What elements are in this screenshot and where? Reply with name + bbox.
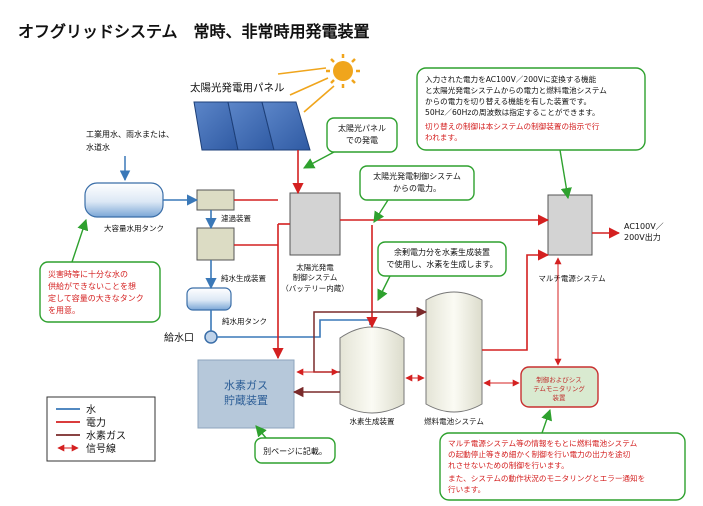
- large-water-tank: [84, 182, 164, 218]
- svg-text:別ページに記載。: 別ページに記載。: [263, 446, 327, 456]
- pure-water-tank: [186, 287, 232, 311]
- pure-water-generator: [196, 227, 235, 261]
- large-water-tank-label: 大容量水用タンク: [104, 223, 164, 233]
- svg-text:われます。: われます。: [425, 133, 462, 142]
- solar-panel-label: 太陽光発電用パネル: [190, 81, 285, 94]
- svg-text:での発電: での発電: [346, 136, 378, 145]
- solar-control-line-3: （バッテリー内蔵）: [281, 283, 349, 293]
- filter-label: 濾過装置: [221, 213, 251, 223]
- monitor-line-1: 制御およびシス: [536, 375, 582, 384]
- ac-output-line-1: AC100V／: [624, 222, 664, 231]
- water-outlet-label: 給水口: [164, 331, 194, 344]
- hydrogen-generator: [339, 326, 405, 414]
- pure-water-generator-label: 純水生成装置: [221, 273, 266, 283]
- svg-text:太陽光発電制御システム: 太陽光発電制御システム: [373, 171, 461, 181]
- svg-text:余剰電力分を水素生成装置: 余剰電力分を水素生成装置: [394, 247, 490, 257]
- legend-hydrogen-label: 水素ガス: [86, 429, 126, 442]
- svg-text:と太陽光発電システムからの電力と燃料電池システム: と太陽光発電システムからの電力と燃料電池システム: [425, 85, 607, 95]
- svg-text:切り替えの制御は本システムの制御装置の指示で行: 切り替えの制御は本システムの制御装置の指示で行: [425, 121, 600, 131]
- svg-text:で使用し、水素を生成します。: で使用し、水素を生成します。: [386, 259, 497, 269]
- callout-monitor-info: マルチ電源システム等の情報をもとに燃料電池システム の起動停止等きめ細かく制御を…: [439, 408, 686, 501]
- svg-text:を用意。: を用意。: [48, 305, 80, 315]
- callout-surplus: 余剰電力分を水素生成装置 で使用し、水素を生成します。: [377, 241, 507, 302]
- callout-disaster: 災害時等に十分な水の 供給ができないことを想 定して容量の大きなタンク を用意。: [39, 218, 161, 323]
- callout-solar-panel: 太陽光パネル での発電: [303, 117, 398, 169]
- hydrogen-storage-line-2: 貯蔵装置: [224, 394, 268, 407]
- callout-solar-control: 太陽光発電制御システム からの電力。: [359, 165, 475, 223]
- svg-text:また、システムの動作状況のモニタリングとエラー通知を: また、システムの動作状況のモニタリングとエラー通知を: [448, 473, 645, 483]
- multi-power-label: マルチ電源システム: [538, 274, 605, 283]
- solar-control-line-2: 制御システム: [293, 272, 338, 282]
- legend-water-label: 水: [86, 404, 96, 416]
- water-source-line-1: 工業用水、雨水または、: [86, 129, 174, 139]
- legend: 水 電力 水素ガス 信号線: [46, 396, 156, 462]
- svg-text:太陽光パネル: 太陽光パネル: [338, 123, 386, 133]
- svg-text:の起動停止等きめ細かく制御を行い電力の出力を途切: の起動停止等きめ細かく制御を行い電力の出力を途切: [448, 449, 631, 459]
- hydrogen-generator-label: 水素生成装置: [350, 416, 395, 426]
- solar-control-system: [289, 192, 341, 256]
- callout-other-page: 別ページに記載。: [254, 425, 336, 464]
- hydrogen-storage-line-1: 水素ガス: [224, 379, 268, 392]
- sun-icon: [277, 54, 360, 113]
- svg-text:50Hz／60Hzの周波数は指定することができます。: 50Hz／60Hzの周波数は指定することができます。: [425, 107, 600, 117]
- monitor-line-3: 装置: [553, 393, 567, 402]
- svg-text:マルチ電源システム等の情報をもとに燃料電池システム: マルチ電源システム等の情報をもとに燃料電池システム: [448, 438, 638, 448]
- fuel-cell-label: 燃料電池システム: [424, 416, 484, 426]
- ac-output-line-2: 200V出力: [624, 232, 661, 242]
- signal-lines: [296, 257, 562, 387]
- svg-text:入力された電力をAC100V／200Vに変換する機能: 入力された電力をAC100V／200Vに変換する機能: [425, 74, 597, 84]
- svg-text:供給ができないことを想: 供給ができないことを想: [48, 281, 136, 291]
- solar-control-line-1: 太陽光発電: [296, 262, 334, 272]
- monitor-line-2: テムモニタリング: [533, 384, 585, 393]
- svg-text:からの電力。: からの電力。: [393, 183, 441, 193]
- hydrogen-storage-unit: [197, 359, 295, 429]
- power-lines: [234, 150, 550, 360]
- svg-text:定して容量の大きなタンク: 定して容量の大きなタンク: [48, 293, 144, 303]
- svg-text:からの電力を切り替える機能を有した装置です。: からの電力を切り替える機能を有した装置です。: [425, 96, 591, 106]
- filter-device: [196, 189, 235, 211]
- callout-multi-power: 入力された電力をAC100V／200Vに変換する機能 と太陽光発電システムからの…: [416, 67, 646, 200]
- page-title: オフグリッドシステム 常時、非常時用発電装置: [18, 22, 370, 41]
- svg-text:行います。: 行います。: [448, 484, 485, 494]
- fuel-cell-system: [425, 291, 483, 413]
- water-source-line-2: 水道水: [86, 142, 110, 152]
- legend-power-label: 電力: [86, 416, 106, 429]
- solar-panel-icon: [193, 101, 311, 151]
- multi-power-system: [547, 194, 593, 256]
- legend-signal-label: 信号線: [86, 442, 116, 455]
- water-outlet-icon[interactable]: [204, 330, 218, 344]
- pure-water-tank-label: 純水用タンク: [222, 316, 267, 326]
- svg-text:れさせないための制御を行います。: れさせないための制御を行います。: [448, 460, 569, 470]
- svg-text:災害時等に十分な水の: 災害時等に十分な水の: [48, 269, 128, 279]
- monitoring-device: [520, 366, 599, 408]
